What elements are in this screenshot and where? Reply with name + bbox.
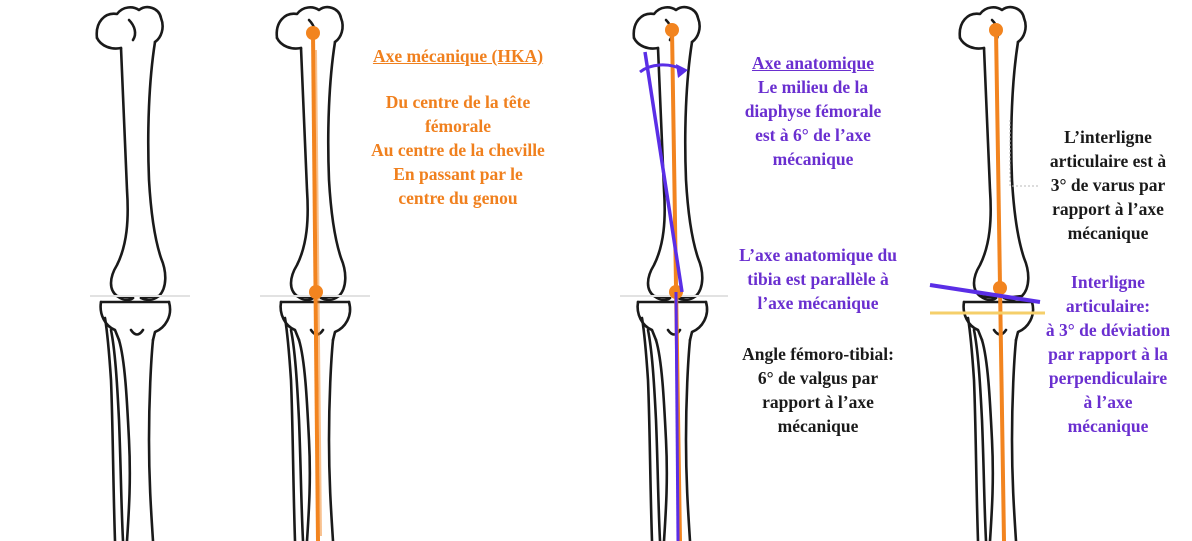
caption-line: mécanique xyxy=(1028,414,1188,438)
mechanical-axis-title: Axe mécanique (HKA) xyxy=(338,44,578,68)
caption-line: mécanique xyxy=(703,147,923,171)
caption-line: L’interligne xyxy=(1028,125,1188,149)
caption-line: rapport à l’axe xyxy=(708,390,928,414)
leg-plain xyxy=(90,7,190,541)
caption-line: Interligne xyxy=(1028,270,1188,294)
mechanical-axis-caption: Axe mécanique (HKA) Du centre de la tête… xyxy=(338,44,578,210)
tibial-axis-caption: L’axe anatomique du tibia est parallèle … xyxy=(708,243,928,315)
caption-line: Du centre de la tête xyxy=(338,90,578,114)
knee-center-point xyxy=(993,281,1007,295)
caption-line: est à 6° de l’axe xyxy=(703,123,923,147)
caption-line: tibia est parallèle à xyxy=(708,267,928,291)
caption-line: articulaire est à xyxy=(1028,149,1188,173)
femoral-anatomical-axis-line xyxy=(645,52,682,292)
caption-line: fémorale xyxy=(338,114,578,138)
tibial-anatomical-axis-line xyxy=(676,292,678,541)
caption-line: mécanique xyxy=(1028,221,1188,245)
caption-line: En passant par le xyxy=(338,162,578,186)
caption-line: Angle fémoro-tibial: xyxy=(708,342,928,366)
femoral-head-center-point xyxy=(665,23,679,37)
caption-line: L’axe anatomique du xyxy=(708,243,928,267)
caption-line: 3° de varus par xyxy=(1028,173,1188,197)
femoral-head-center-point xyxy=(989,23,1003,37)
angle-arrow-icon xyxy=(676,64,688,78)
caption-line: centre du genou xyxy=(338,186,578,210)
caption-line: à 3° de déviation xyxy=(1028,318,1188,342)
caption-line: rapport à l’axe xyxy=(1028,197,1188,221)
caption-line: l’axe mécanique xyxy=(708,291,928,315)
femoral-head-center-point xyxy=(306,26,320,40)
joint-line-deviation-caption: Interligne articulaire: à 3° de déviatio… xyxy=(1028,270,1188,438)
femorotibial-angle-caption: Angle fémoro-tibial: 6° de valgus par ra… xyxy=(708,342,928,438)
caption-line: 6° de valgus par xyxy=(708,366,928,390)
caption-line: mécanique xyxy=(708,414,928,438)
caption-line: Le milieu de la xyxy=(703,75,923,99)
caption-line: par rapport à la xyxy=(1028,342,1188,366)
caption-line: à l’axe xyxy=(1028,390,1188,414)
caption-line: Au centre de la cheville xyxy=(338,138,578,162)
caption-line: perpendiculaire xyxy=(1028,366,1188,390)
caption-line: articulaire: xyxy=(1028,294,1188,318)
caption-line: diaphyse fémorale xyxy=(703,99,923,123)
knee-center-point xyxy=(309,285,323,299)
joint-line-varus-caption: L’interligne articulaire est à 3° de var… xyxy=(1028,125,1188,245)
anatomical-axis-title: Axe anatomique xyxy=(703,51,923,75)
anatomical-axis-caption: Axe anatomique Le milieu de la diaphyse … xyxy=(703,51,923,171)
